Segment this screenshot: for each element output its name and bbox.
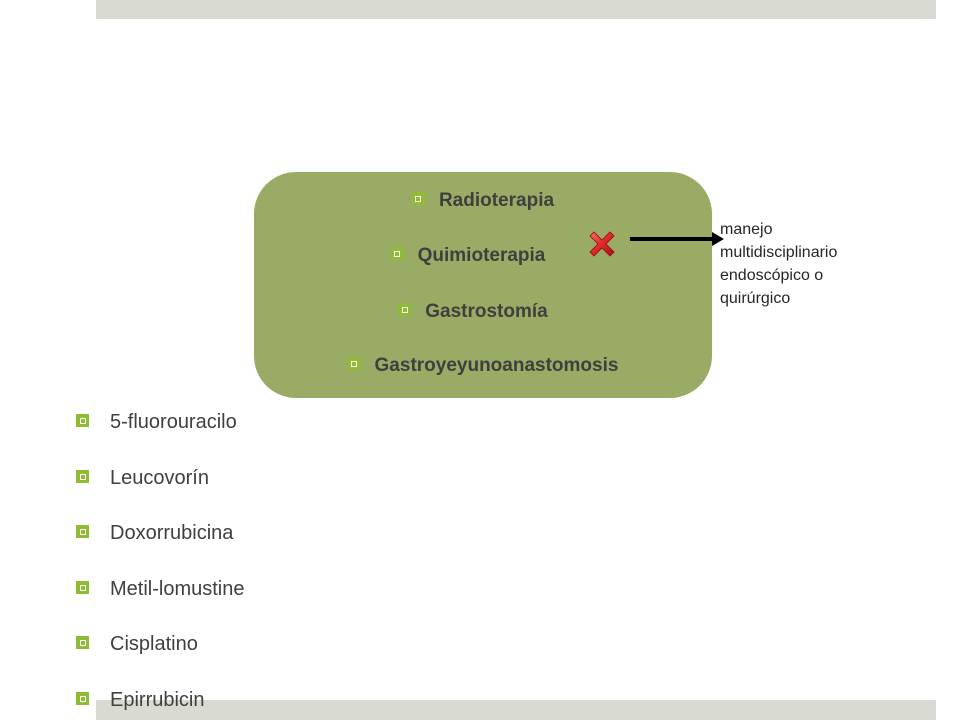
drug-label: 5-fluorouracilo (110, 411, 237, 433)
square-bullet-icon (76, 414, 89, 428)
square-bullet-icon (76, 525, 89, 539)
drug-label: Epirrubicin (110, 689, 205, 711)
treatment-label: Gastrostomía (425, 301, 548, 322)
top-decorative-bar (96, 0, 936, 19)
square-bullet-icon (411, 192, 425, 206)
square-bullet-icon (347, 357, 361, 371)
square-bullet-icon (76, 581, 89, 595)
treatment-label: Gastroyeyunoanastomosis (374, 355, 619, 376)
treatment-label: Quimioterapia (417, 245, 546, 266)
red-x-icon (589, 231, 615, 257)
treatment-item-quimioterapia: Quimioterapia (254, 244, 712, 268)
list-item: Metil-lomustine (76, 575, 244, 603)
square-bullet-icon (76, 692, 89, 706)
list-item: Leucovorín (76, 464, 209, 492)
drug-label: Leucovorín (110, 467, 209, 489)
right-arrow-icon (630, 232, 724, 246)
list-item: Cisplatino (76, 630, 198, 658)
drug-label: Metil-lomustine (110, 578, 245, 600)
bottom-decorative-bar (96, 700, 936, 720)
square-bullet-icon (76, 470, 89, 484)
treatment-item-gastroyeyunoanastomosis: Gastroyeyunoanastomosis (254, 354, 712, 378)
side-note: manejo multidisciplinario endoscópico o … (720, 221, 838, 307)
square-bullet-icon (76, 636, 89, 650)
treatment-item-radioterapia: Radioterapia (254, 189, 712, 213)
square-bullet-icon (390, 247, 404, 261)
treatment-box: Radioterapia Quimioterapia Gastrostomía … (254, 172, 712, 398)
list-item: Epirrubicin (76, 686, 204, 714)
square-bullet-icon (398, 303, 412, 317)
drug-label: Doxorrubicina (110, 522, 234, 544)
list-item: 5-fluorouracilo (76, 408, 237, 436)
drug-label: Cisplatino (110, 633, 198, 655)
list-item: Doxorrubicina (76, 519, 233, 547)
treatment-label: Radioterapia (438, 190, 555, 211)
treatment-item-gastrostomia: Gastrostomía (254, 300, 712, 324)
